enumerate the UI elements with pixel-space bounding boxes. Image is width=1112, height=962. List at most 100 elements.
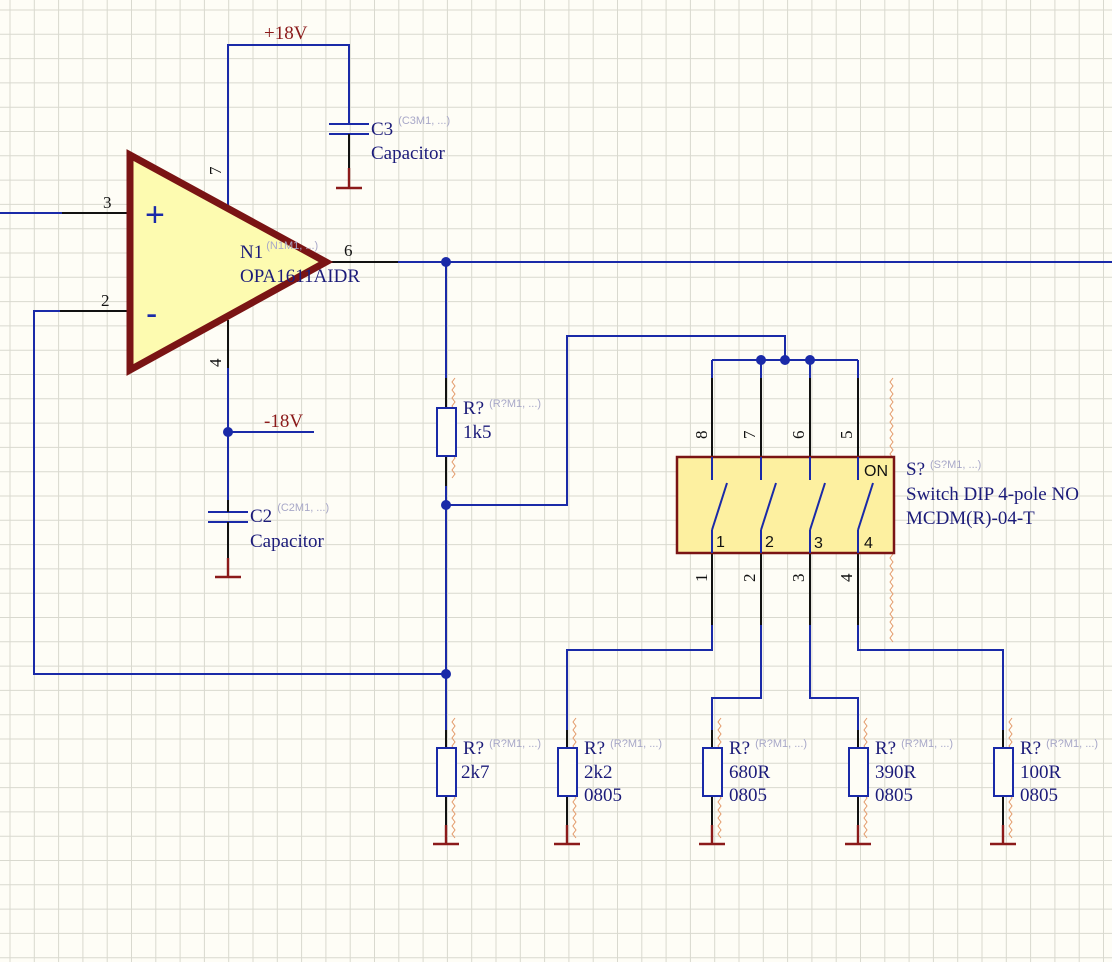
gain-resistor-designator-text: R? — [875, 738, 896, 759]
gain-resistor-designator: R? (R?M1, ...) — [584, 738, 662, 759]
opamp-designator-text: N1 — [240, 242, 263, 263]
resistor-body — [993, 747, 1014, 797]
c2-param-hint: (C2M1, ...) — [277, 502, 329, 514]
switch-body — [675, 455, 896, 555]
ground-symbol — [554, 825, 580, 846]
resistor-body — [436, 747, 457, 797]
resistor-body — [848, 747, 869, 797]
gain-resistor-designator: R? (R?M1, ...) — [875, 738, 953, 759]
ground-symbol — [990, 825, 1016, 846]
gain-resistor-designator-text: R? — [729, 738, 750, 759]
gain-resistor-footprint: 0805 — [875, 785, 913, 806]
resistor-1k5[interactable]: R? (R?M1, ...) 1k5 — [436, 377, 541, 486]
switch-body-number-1: 1 — [716, 534, 725, 551]
pin-number-7: 7 — [206, 166, 225, 175]
ground-symbol — [699, 825, 725, 846]
opamp-param-hint: (N1M1, ...) — [266, 240, 318, 252]
gain-resistor-param-hint: (R?M1, ...) — [1046, 738, 1098, 750]
gain-resistor-value: 390R — [875, 762, 917, 783]
switch-on-label: ON — [864, 463, 888, 480]
capacitor-c3[interactable]: C3 (C3M1, ...) Capacitor — [329, 97, 450, 190]
gain-resistor-designator: R? (R?M1, ...) — [729, 738, 807, 759]
switch-param-hint: (S?M1, ...) — [930, 459, 981, 471]
resistor-body — [702, 747, 723, 797]
positive-supply-wire — [227, 44, 350, 205]
ground-symbol — [336, 168, 362, 190]
resistor-body — [436, 407, 457, 457]
opamp-designator: N1(N1M1, ...) — [240, 240, 318, 263]
minus-symbol: - — [146, 295, 157, 333]
junctions — [223, 257, 815, 679]
power-negative-label: -18V — [264, 411, 303, 432]
gain-resistor-value: 100R — [1020, 762, 1062, 783]
resistor-1k5-value: 1k5 — [463, 422, 492, 443]
switch-body-number-4: 4 — [864, 535, 873, 552]
capacitor-c2[interactable]: C2 (C2M1, ...) Capacitor — [208, 500, 329, 579]
switch-pin2-wire — [711, 625, 762, 730]
switch-top-pin-6: 6 — [789, 431, 808, 440]
resistor-1k5-designator: R? (R?M1, ...) — [463, 398, 541, 419]
switch-pin1-wire — [566, 625, 713, 730]
gain-resistor-designator-text: R? — [1020, 738, 1041, 759]
switch-bottom-pin-3: 3 — [789, 574, 808, 583]
gain-resistor-value: 2k2 — [584, 762, 613, 783]
opamp-n1[interactable]: 3 2 6 7 4 + - N1(N1M1, ...) OPA1611AIDR — [60, 149, 398, 376]
gain-resistor-param-hint: (R?M1, ...) — [755, 738, 807, 750]
gain-resistor-param-hint: (R?M1, ...) — [610, 738, 662, 750]
switch-pin4-wire — [857, 625, 1004, 730]
plus-symbol: + — [145, 196, 165, 234]
c2-designator: C2 (C2M1, ...) — [250, 502, 329, 527]
resistor-2k7-designator-text: R? — [463, 738, 484, 759]
switch-pin3-wire — [809, 625, 859, 730]
resistor-2k7-param-hint: (R?M1, ...) — [489, 738, 541, 750]
resistor-1k5-designator-text: R? — [463, 398, 484, 419]
switch-top-pin-8: 8 — [692, 431, 711, 440]
resistor-2k7-value: 2k7 — [461, 762, 490, 783]
gain-resistor-footprint: 0805 — [729, 785, 767, 806]
resistor-body — [557, 747, 578, 797]
pin-number-2: 2 — [101, 291, 110, 310]
resistor-1k5-param-hint: (R?M1, ...) — [489, 398, 541, 410]
switch-designator-text: S? — [906, 459, 925, 480]
divider-to-switch-wire — [446, 335, 786, 506]
switch-part-number: MCDM(R)-04-T — [906, 508, 1035, 529]
power-positive-label: +18V — [264, 23, 308, 44]
gain-resistor-param-hint: (R?M1, ...) — [901, 738, 953, 750]
gain-resistor-footprint: 0805 — [1020, 785, 1058, 806]
ground-symbol — [215, 558, 241, 579]
switch-top-pin-7: 7 — [740, 430, 759, 439]
switch-body-number-3: 3 — [814, 535, 823, 552]
gain-resistor-designator: R? (R?M1, ...) — [1020, 738, 1098, 759]
c3-designator-text: C3 — [371, 119, 393, 140]
c2-comment: Capacitor — [250, 531, 325, 552]
dip-switch[interactable]: 8 7 6 5 1 2 3 4 1 2 3 4 ON S? (S?M1, ...)… — [675, 377, 1079, 643]
gain-resistor-footprint: 0805 — [584, 785, 622, 806]
switch-top-pin-5: 5 — [837, 431, 856, 440]
c3-comment: Capacitor — [371, 143, 446, 164]
gain-resistor-designator-text: R? — [584, 738, 605, 759]
gain-resistor-value: 680R — [729, 762, 771, 783]
switch-body-number-2: 2 — [765, 534, 774, 551]
switch-contacts — [711, 457, 874, 553]
switch-bottom-pin-1: 1 — [692, 574, 711, 583]
c3-designator: C3 (C3M1, ...) — [371, 115, 450, 140]
pin-number-4: 4 — [206, 358, 225, 367]
wires — [0, 44, 1112, 730]
pin-number-3: 3 — [103, 193, 112, 212]
resistor-2k7-designator: R? (R?M1, ...) — [463, 738, 541, 759]
c2-designator-text: C2 — [250, 506, 272, 527]
switch-bottom-pin-2: 2 — [740, 574, 759, 583]
resistor-2k7[interactable]: R? (R?M1, ...) 2k7 — [433, 717, 541, 846]
c3-param-hint: (C3M1, ...) — [398, 115, 450, 127]
switch-designator: S? (S?M1, ...) — [906, 459, 981, 480]
switch-bottom-pin-4: 4 — [837, 573, 856, 582]
pin-number-6: 6 — [344, 241, 353, 260]
switch-comment: Switch DIP 4-pole NO — [906, 484, 1079, 505]
